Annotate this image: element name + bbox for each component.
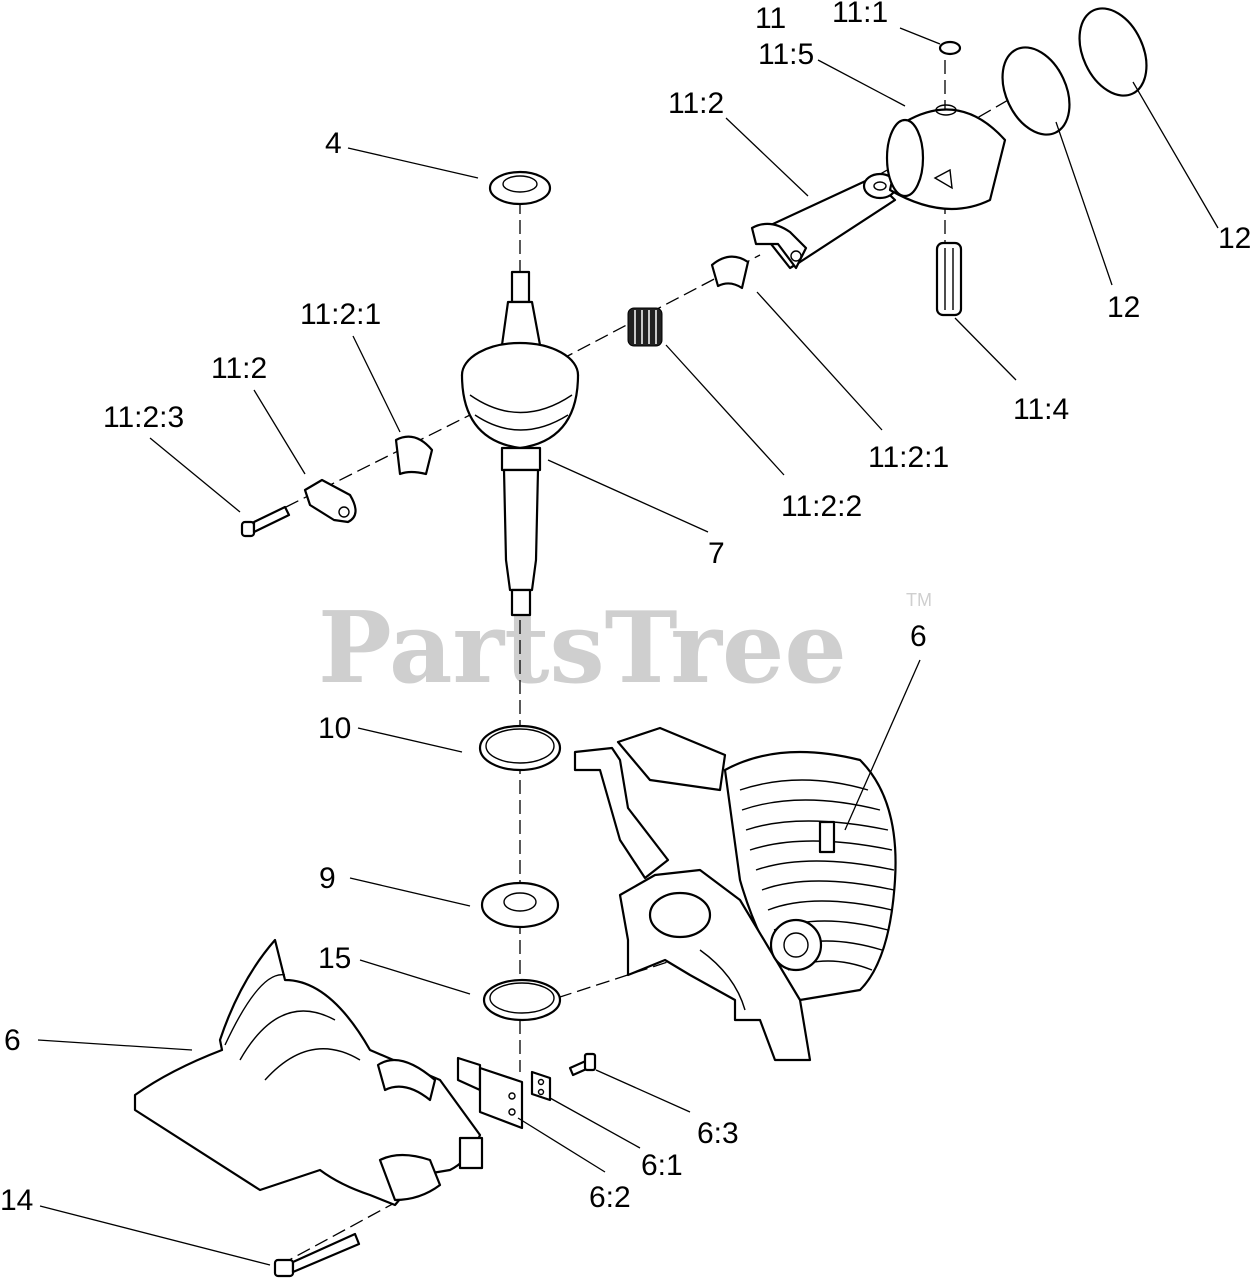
piston-rings-part-12 [1001,7,1148,136]
callout-11-2-top: 11:2 [668,87,724,120]
bearing-insert-part-11-2-1-right [710,255,750,290]
seal-ring-part-4 [488,170,552,206]
callout-4: 4 [325,127,342,160]
oil-seal-part-9 [480,881,560,929]
circlip-part-11-1 [938,40,962,56]
callout-11-2-1-left: 11:2:1 [300,298,381,331]
callout-12-right: 12 [1218,222,1251,255]
callout-11-2-3: 11:2:3 [103,401,184,434]
retaining-ring-part-15 [482,978,562,1022]
callout-6-left: 6 [4,1024,21,1057]
callout-9: 9 [319,862,336,895]
needle-bearing-part-11-2-2 [627,307,663,347]
callout-15: 15 [318,942,351,975]
crankshaft-part-7 [460,270,580,617]
connecting-rod-part-11-2 [750,172,898,270]
watermark-brand: PartsTree [318,591,847,706]
callout-11: 11 [755,2,786,35]
callout-12-mid: 12 [1107,291,1140,324]
bearing-insert-part-11-2-1-left [394,435,434,476]
bolt-part-14 [273,1232,361,1278]
piston-part-11-5 [885,104,1007,210]
callout-11-2-2: 11:2:2 [781,490,862,523]
callout-labels: 11 11:1 11:5 11:2 12 12 4 11:2:1 11:2 11… [0,0,1251,1217]
callout-6-2: 6:2 [589,1181,631,1214]
crankcase-half-part-6-left [133,938,524,1207]
callout-11-5: 11:5 [758,38,814,71]
callout-11-2-1-right: 11:2:1 [868,441,949,474]
callout-14: 14 [0,1184,33,1217]
o-ring-part-10 [478,724,562,772]
callout-6-1: 6:1 [641,1149,683,1182]
screw-part-11-2-3 [240,505,291,538]
callout-11-1: 11:1 [832,0,888,29]
piston-pin-part-11-4 [935,241,963,317]
rod-cap-part-11-2 [303,478,357,524]
callout-7: 7 [708,537,725,570]
callout-10: 10 [318,712,351,745]
screw-part-6-3 [568,1052,597,1077]
callout-11-4: 11:4 [1013,393,1069,426]
leader-lines [37,27,1219,1266]
callout-11-2-left: 11:2 [211,352,267,385]
watermark-trademark: TM [906,590,932,610]
gasket-plate-part-6-1 [530,1070,552,1102]
callout-6-right: 6 [910,620,927,653]
callout-6-3: 6:3 [697,1117,739,1150]
cylinder-crankcase-part-6-right [573,726,897,1062]
